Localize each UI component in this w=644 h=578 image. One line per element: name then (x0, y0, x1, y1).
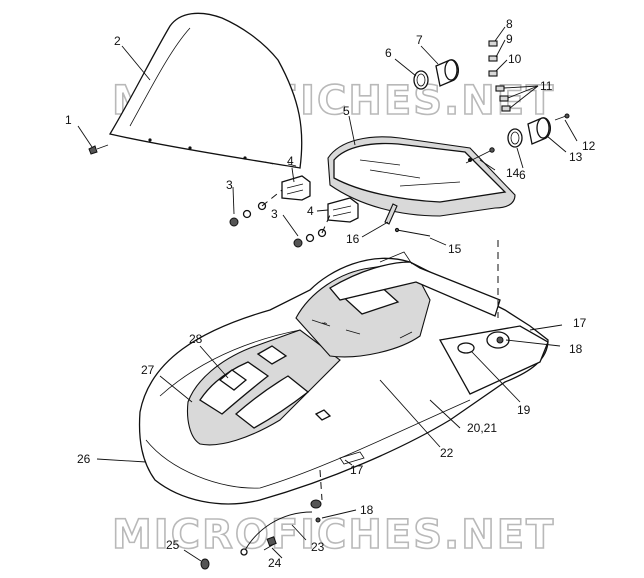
callout-6-lower: 6 (519, 168, 526, 182)
callout-16: 16 (346, 232, 360, 246)
callout-17-bottom: 17 (350, 463, 364, 477)
assembly-line-bracket-upper (261, 189, 283, 207)
callout-3-lower: 3 (271, 207, 278, 221)
callout-10: 10 (508, 52, 522, 66)
windshield-bracket-lower (327, 197, 359, 223)
strap-grommet (310, 499, 322, 523)
bolt (263, 536, 277, 551)
callout-15: 15 (448, 242, 462, 256)
dash-console (327, 136, 516, 217)
decal (339, 451, 365, 465)
assembly-line-strap (319, 469, 323, 501)
assembly-line-bracket-lower (321, 214, 331, 234)
callout-4-upper: 4 (287, 154, 294, 168)
fastener-set-upper (229, 201, 267, 227)
callout-19: 19 (517, 403, 531, 417)
leader-lines (77, 26, 578, 562)
cable-tie (465, 147, 495, 164)
fastener-set-lower (293, 228, 327, 248)
windshield-screw (88, 144, 109, 155)
callout-9: 9 (506, 32, 513, 46)
steering-support (329, 251, 501, 317)
callout-26: 26 (77, 452, 91, 466)
small-screw (554, 113, 570, 121)
svg-text:⌁: ⌁ (322, 319, 327, 329)
vent-panel (186, 329, 341, 446)
callout-13: 13 (569, 150, 583, 164)
rod (394, 227, 431, 237)
gauge-ring-left (413, 70, 429, 90)
gauge-ring-right (507, 128, 523, 148)
callout-5: 5 (343, 104, 350, 118)
callout-3-upper: 3 (226, 178, 233, 192)
callout-28: 28 (189, 332, 203, 346)
callout-18-right: 18 (569, 342, 583, 356)
callout-18-bottom: 18 (360, 503, 374, 517)
callout-1: 1 (65, 113, 72, 127)
side-panel (438, 325, 549, 395)
callout-2: 2 (114, 34, 121, 48)
callout-7: 7 (416, 33, 423, 47)
callout-4-lower: 4 (307, 204, 314, 218)
nut (200, 558, 210, 570)
pin (384, 203, 398, 225)
hood-latch (314, 409, 332, 421)
windshield-bracket-upper (281, 175, 311, 201)
callout-22: 22 (440, 446, 454, 460)
callout-23: 23 (311, 540, 325, 554)
clip-set (488, 40, 511, 112)
gauge-cup-right (527, 117, 552, 145)
windshield (108, 12, 303, 169)
callout-6-upper: 6 (385, 46, 392, 60)
hood-body (138, 257, 549, 505)
callout-24: 24 (268, 556, 282, 570)
tether-strap (240, 511, 313, 556)
gauge-cup-left (435, 59, 460, 87)
callout-12: 12 (582, 139, 596, 153)
callout-20-21: 20,21 (467, 421, 497, 435)
callout-27: 27 (141, 363, 155, 377)
callout-25: 25 (166, 538, 180, 552)
callout-11: 11 (540, 79, 553, 93)
callout-17-right: 17 (573, 316, 587, 330)
callout-14: 14 (506, 166, 520, 180)
callout-8: 8 (506, 17, 513, 31)
